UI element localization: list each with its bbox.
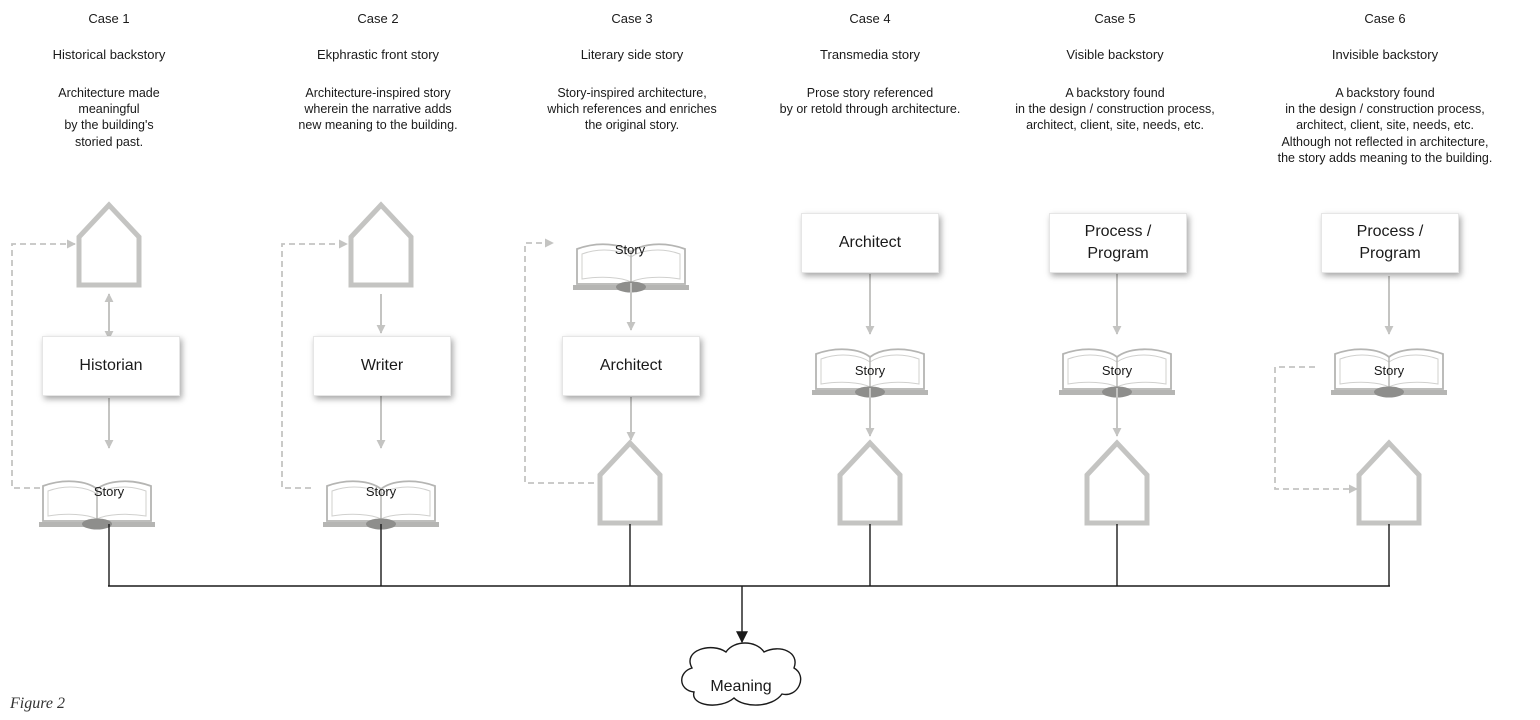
case-2-header: Case 2 Ekphrastic front story Architectu… bbox=[250, 0, 506, 210]
case-1-header: Case 1 Historical backstory Architecture… bbox=[0, 0, 237, 210]
book-label: Story bbox=[93, 484, 125, 499]
case-4-diagram bbox=[811, 274, 929, 523]
description-line: A backstory found bbox=[1065, 86, 1165, 100]
case-title: Ekphrastic front story bbox=[316, 47, 440, 62]
description-line: Although not reflected in architecture, bbox=[1281, 134, 1489, 149]
case-5-header: Case 5 Visible backstory A backstory fou… bbox=[987, 0, 1243, 210]
book-label: Story bbox=[1101, 363, 1133, 378]
feedback-arrow bbox=[281, 239, 348, 489]
case-title: Visible backstory bbox=[1066, 47, 1164, 62]
architect-box: Architect bbox=[801, 213, 939, 273]
case-5-diagram bbox=[1058, 274, 1176, 523]
description-line: the story adds meaning to the building. bbox=[1277, 150, 1493, 165]
process-program-box: Process / Program bbox=[1321, 213, 1459, 273]
meaning-label: Meaning bbox=[710, 678, 772, 695]
house-icon bbox=[1359, 443, 1419, 523]
book-label: Story bbox=[854, 363, 886, 378]
writer-box: Writer bbox=[313, 336, 451, 396]
description-line: in the design / construction process, bbox=[1015, 102, 1215, 117]
description-line: architect, client, site, needs, etc. bbox=[1026, 118, 1204, 133]
description-line: wherein the narrative adds bbox=[304, 102, 452, 117]
description-line: Architecture made bbox=[58, 86, 160, 100]
case-label: Case 3 bbox=[611, 11, 653, 26]
feedback-arrow bbox=[524, 238, 594, 484]
description-line: A backstory found bbox=[1335, 86, 1435, 100]
case-6-diagram bbox=[1274, 276, 1448, 523]
case-label: Case 2 bbox=[357, 11, 399, 26]
book-label: Story bbox=[614, 242, 646, 257]
case-label: Case 6 bbox=[1364, 11, 1406, 26]
case-description: Prose story referenced by or retold thro… bbox=[742, 85, 998, 117]
case-label: Case 4 bbox=[849, 11, 891, 26]
cloud-icon bbox=[681, 642, 802, 706]
case-label: Case 5 bbox=[1094, 11, 1136, 26]
house-icon bbox=[1087, 443, 1147, 523]
description-line: architect, client, site, needs, etc. bbox=[1296, 118, 1474, 133]
description-line: new meaning to the building. bbox=[298, 118, 458, 133]
description-line: Architecture-inspired story bbox=[305, 86, 451, 100]
case-description: Architecture-inspired story wherein the … bbox=[250, 85, 506, 134]
meaning-connector bbox=[108, 524, 1390, 644]
case-title: Invisible backstory bbox=[1331, 47, 1439, 62]
case-4-header: Case 4 Transmedia story Prose story refe… bbox=[742, 0, 998, 210]
process-program-box: Process / Program bbox=[1049, 213, 1187, 273]
figure-caption: Figure 2 bbox=[10, 695, 65, 712]
case-label: Case 1 bbox=[88, 11, 130, 26]
description-line: storied past. bbox=[74, 134, 144, 149]
description-line: Story-inspired architecture, bbox=[557, 86, 707, 100]
house-icon bbox=[840, 443, 900, 523]
description-line: which references and enriches bbox=[547, 102, 717, 117]
case-6-header: Case 6 Invisible backstory A backstory f… bbox=[1257, 0, 1513, 210]
case-description: Architecture made meaningful by the buil… bbox=[0, 85, 237, 150]
description-line: by the building's bbox=[64, 118, 154, 133]
description-line: Prose story referenced bbox=[806, 86, 934, 100]
case-description: Story-inspired architecture, which refer… bbox=[504, 85, 760, 134]
case-description: A backstory found in the design / constr… bbox=[987, 85, 1243, 134]
case-3-header: Case 3 Literary side story Story-inspire… bbox=[504, 0, 760, 210]
description-line: by or retold through architecture. bbox=[779, 102, 961, 117]
book-label: Story bbox=[1373, 363, 1405, 378]
architect-box: Architect bbox=[562, 336, 700, 396]
case-title: Literary side story bbox=[580, 47, 684, 62]
description-line: in the design / construction process, bbox=[1285, 102, 1485, 117]
description-line: meaningful bbox=[78, 102, 140, 117]
house-icon bbox=[600, 443, 660, 523]
book-label: Story bbox=[365, 484, 397, 499]
case-title: Historical backstory bbox=[52, 47, 166, 62]
case-3-diagram bbox=[524, 238, 690, 523]
feedback-arrow bbox=[1274, 366, 1358, 494]
case-description: A backstory found in the design / constr… bbox=[1257, 85, 1513, 166]
case-1-diagram bbox=[11, 205, 156, 531]
case-2-diagram bbox=[281, 205, 440, 531]
house-icon bbox=[79, 205, 139, 285]
description-line: the original story. bbox=[584, 118, 680, 133]
case-title: Transmedia story bbox=[820, 47, 920, 62]
house-icon bbox=[351, 205, 411, 285]
historian-box: Historian bbox=[42, 336, 180, 396]
feedback-arrow bbox=[11, 239, 76, 489]
